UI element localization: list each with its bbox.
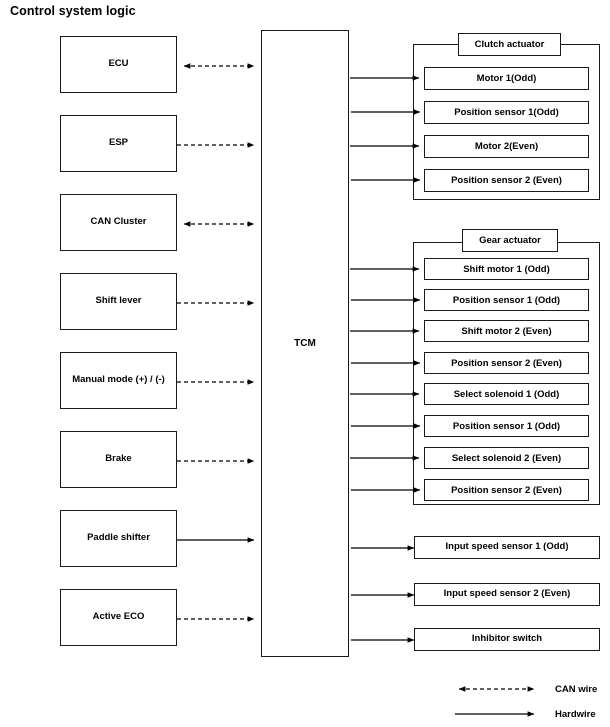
component-label: Position sensor 1 (Odd) <box>452 420 561 432</box>
group-title-label: Clutch actuator <box>474 39 545 50</box>
input-box-paddle-shifter[interactable]: Paddle shifter <box>60 510 177 567</box>
page-title: Control system logic <box>10 4 136 18</box>
component-label: Position sensor 2 (Even) <box>451 357 562 369</box>
input-label: ECU <box>108 58 129 70</box>
component-label: Shift motor 2 (Even) <box>461 325 552 337</box>
input-box-brake[interactable]: Brake <box>60 431 177 488</box>
group-title-label: Gear actuator <box>479 235 541 246</box>
legend: CAN wire Hardwire <box>450 676 610 724</box>
component-label: Motor 1(Odd) <box>476 73 537 84</box>
tcm-box[interactable]: TCM <box>261 30 349 657</box>
input-label: Shift lever <box>95 295 142 307</box>
input-label: Brake <box>105 453 132 465</box>
input-label: Active ECO <box>92 611 145 623</box>
sensor-box-inhibitor-switch[interactable]: Inhibitor switch <box>414 628 600 651</box>
gear-actuator-title: Gear actuator <box>462 229 558 252</box>
sensor-label: Input speed sensor 2 (Even) <box>443 588 571 600</box>
component-shift-motor-2-even[interactable]: Shift motor 2 (Even) <box>424 320 589 342</box>
component-select-solenoid-2-even[interactable]: Select solenoid 2 (Even) <box>424 447 589 469</box>
component-motor-1-odd[interactable]: Motor 1(Odd) <box>424 67 589 90</box>
input-box-shift-lever[interactable]: Shift lever <box>60 273 177 330</box>
input-box-ecu[interactable]: ECU <box>60 36 177 93</box>
component-position-sensor-2-even-b[interactable]: Position sensor 2 (Even) <box>424 479 589 501</box>
component-label: Position sensor 1(Odd) <box>454 107 559 118</box>
component-position-sensor-2-even[interactable]: Position sensor 2 (Even) <box>424 169 589 192</box>
input-box-active-eco[interactable]: Active ECO <box>60 589 177 646</box>
tcm-label: TCM <box>294 338 316 349</box>
sensor-label: Input speed sensor 1 (Odd) <box>445 541 569 553</box>
clutch-actuator-title: Clutch actuator <box>458 33 561 56</box>
sensor-box-input-speed-1-odd[interactable]: Input speed sensor 1 (Odd) <box>414 536 600 559</box>
component-motor-2-even[interactable]: Motor 2(Even) <box>424 135 589 158</box>
input-label: ESP <box>108 137 128 149</box>
input-label: CAN Cluster <box>90 216 147 228</box>
input-label: Paddle shifter <box>87 532 150 544</box>
component-label: Select solenoid 2 (Even) <box>451 452 562 464</box>
legend-label-can-wire: CAN wire <box>555 683 598 695</box>
component-position-sensor-1-odd-a[interactable]: Position sensor 1 (Odd) <box>424 289 589 311</box>
component-label: Shift motor 1 (Odd) <box>463 263 550 275</box>
legend-label-hardwire: Hardwire <box>555 708 596 720</box>
input-box-manual-mode[interactable]: Manual mode (+) / (-) <box>60 352 177 409</box>
component-label: Position sensor 2 (Even) <box>451 175 562 186</box>
component-position-sensor-2-even-a[interactable]: Position sensor 2 (Even) <box>424 352 589 374</box>
input-label: Manual mode (+) / (-) <box>72 374 165 386</box>
input-box-esp[interactable]: ESP <box>60 115 177 172</box>
component-label: Position sensor 2 (Even) <box>451 484 562 496</box>
input-box-can-cluster[interactable]: CAN Cluster <box>60 194 177 251</box>
sensor-box-input-speed-2-even[interactable]: Input speed sensor 2 (Even) <box>414 583 600 606</box>
component-label: Position sensor 1 (Odd) <box>452 294 561 306</box>
sensor-label: Inhibitor switch <box>471 633 543 645</box>
component-position-sensor-1-odd-b[interactable]: Position sensor 1 (Odd) <box>424 415 589 437</box>
component-label: Select solenoid 1 (Odd) <box>453 388 560 400</box>
component-select-solenoid-1-odd[interactable]: Select solenoid 1 (Odd) <box>424 383 589 405</box>
component-position-sensor-1-odd[interactable]: Position sensor 1(Odd) <box>424 101 589 124</box>
component-label: Motor 2(Even) <box>474 141 539 152</box>
component-shift-motor-1-odd[interactable]: Shift motor 1 (Odd) <box>424 258 589 280</box>
